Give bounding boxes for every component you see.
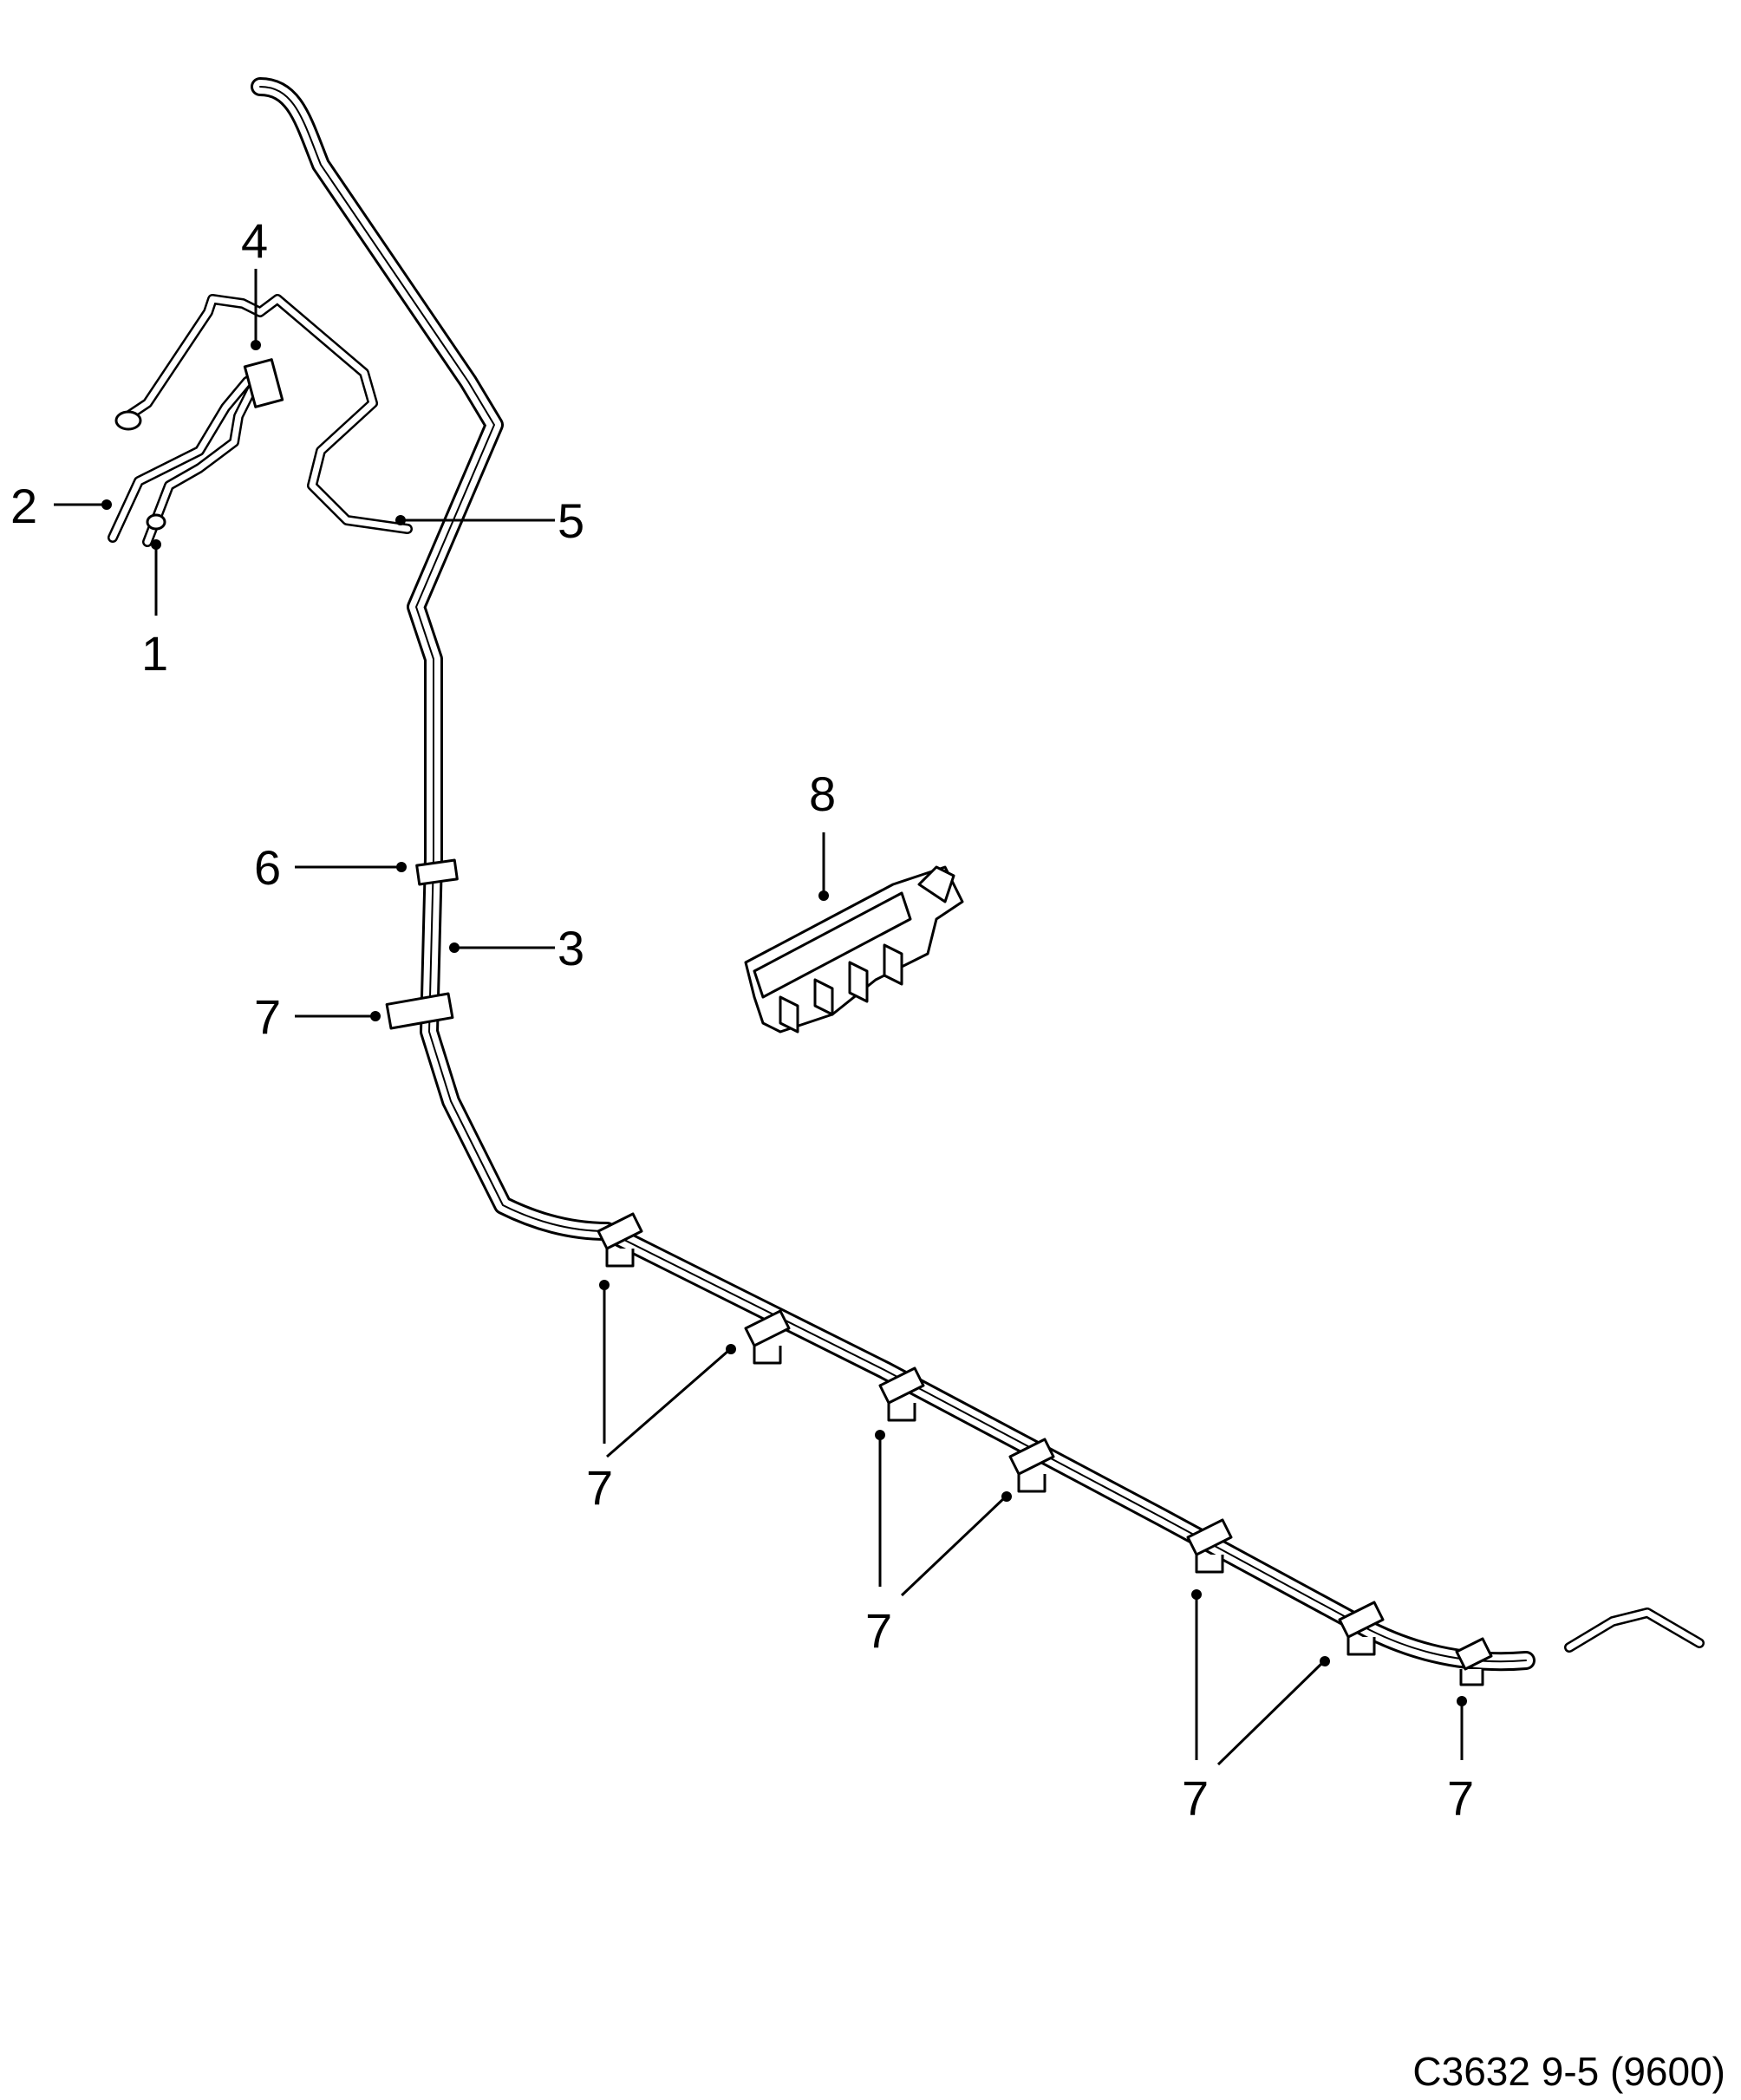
clip-7 (597, 1212, 643, 1268)
clip-7-upper (385, 992, 454, 1030)
callouts: 4 2 1 5 6 3 7 8 7 7 7 7 (10, 213, 1474, 1825)
bottom-clips (597, 1212, 1493, 1686)
clamp-6 (415, 858, 459, 886)
bracket-part-8 (744, 865, 964, 1034)
pipe-end-fitting (146, 513, 166, 531)
callout-3: 3 (558, 921, 584, 975)
callout-7: 7 (1447, 1771, 1474, 1825)
pipe-bundle (251, 77, 1536, 1672)
callout-6: 6 (254, 840, 281, 895)
callout-7: 7 (586, 1460, 613, 1515)
clip-7 (1455, 1637, 1493, 1686)
callout-7: 7 (865, 1603, 892, 1658)
clip-7 (1338, 1601, 1385, 1656)
clip-7 (744, 1309, 791, 1365)
clip-7 (878, 1366, 925, 1422)
clamp-4 (243, 358, 284, 408)
clip-7 (1008, 1438, 1055, 1493)
leaders (54, 269, 1467, 1766)
reference-code: C3632 9-5 (9600) (1412, 2049, 1725, 2094)
pipe-end-fitting (114, 410, 142, 431)
callout-2: 2 (10, 479, 37, 533)
callout-7: 7 (1182, 1771, 1209, 1825)
callout-7: 7 (254, 989, 281, 1044)
callout-4: 4 (241, 213, 268, 268)
upper-loop-lines (108, 294, 1705, 1653)
callout-5: 5 (558, 493, 584, 548)
callout-8: 8 (809, 766, 836, 821)
clip-7 (1186, 1518, 1233, 1574)
callout-1: 1 (141, 626, 168, 681)
